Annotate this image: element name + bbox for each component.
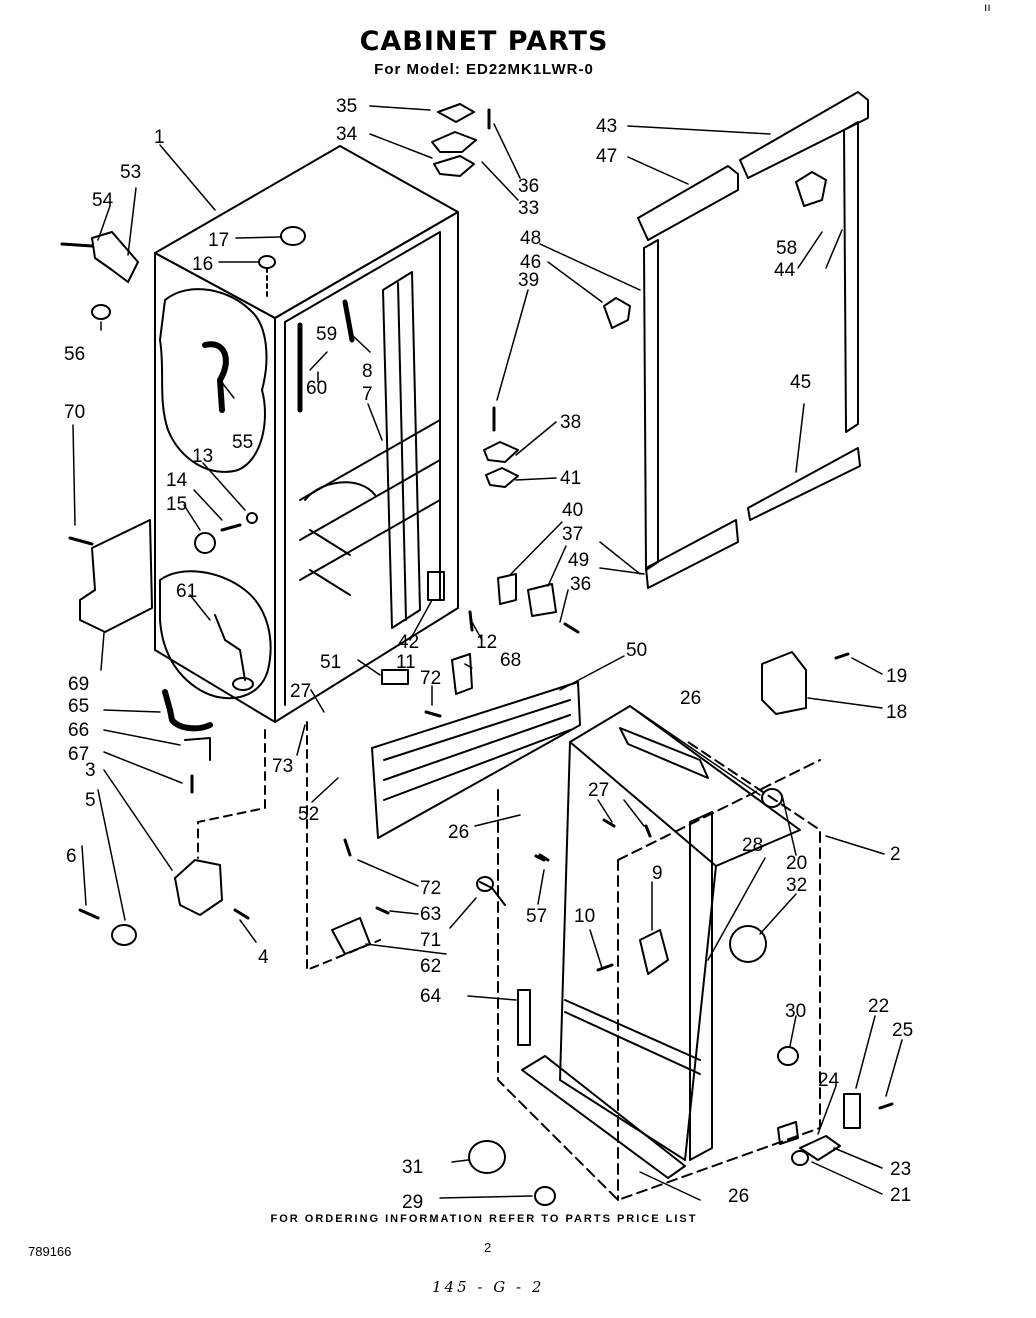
callout-64: 64 — [420, 986, 442, 1007]
callout-3: 3 — [85, 760, 96, 781]
top-hinge-parts — [431, 103, 491, 177]
ordering-note: FOR ORDERING INFORMATION REFER TO PARTS … — [270, 1213, 698, 1225]
callout-55: 55 — [232, 432, 253, 453]
callout-7: 7 — [362, 384, 373, 405]
callout-71: 71 — [420, 930, 441, 951]
door-gasket-frame — [603, 91, 869, 589]
callout-53: 53 — [120, 162, 141, 183]
right-hardware — [761, 651, 894, 1166]
callout-15: 15 — [166, 494, 187, 515]
cabinet-shell — [154, 145, 459, 723]
callout-57: 57 — [526, 906, 547, 927]
callout-30: 30 — [785, 1001, 806, 1022]
callout-40: 40 — [562, 500, 583, 521]
callout-13: 13 — [192, 446, 213, 467]
part-callouts: 1 2 3 4 5 6 7 8 9 10 11 12 13 14 15 16 1… — [64, 96, 913, 1213]
callout-51: 51 — [320, 652, 341, 673]
callout-66: 66 — [68, 720, 89, 741]
callout-10: 10 — [574, 906, 595, 927]
callout-26-bottom: 26 — [728, 1186, 749, 1207]
callout-2: 2 — [890, 844, 901, 865]
callout-26-top: 26 — [680, 688, 701, 709]
callout-46: 46 — [520, 252, 541, 273]
callout-72-lower: 72 — [420, 878, 441, 899]
callout-72-upper: 72 — [420, 668, 441, 689]
callout-32: 32 — [786, 875, 807, 896]
callout-31: 31 — [402, 1157, 423, 1178]
callout-14: 14 — [166, 470, 188, 491]
callout-50: 50 — [626, 640, 647, 661]
callout-60: 60 — [306, 378, 327, 399]
callout-23: 23 — [890, 1159, 911, 1180]
callout-22: 22 — [868, 996, 889, 1017]
callout-58: 58 — [776, 238, 797, 259]
callout-48: 48 — [520, 228, 541, 249]
callout-37: 37 — [562, 524, 583, 545]
callout-47: 47 — [596, 146, 617, 167]
document-number: 789166 — [28, 1244, 72, 1259]
leader-lines — [72, 105, 903, 1201]
model-subtitle: For Model: ED22MK1LWR-0 — [374, 61, 594, 78]
callout-6: 6 — [66, 846, 77, 867]
callout-54: 54 — [92, 190, 114, 211]
callout-19: 19 — [886, 666, 907, 687]
center-hardware — [331, 406, 581, 1046]
callout-49: 49 — [568, 550, 589, 571]
door-assembly — [468, 705, 821, 1206]
callout-4: 4 — [258, 947, 269, 968]
callout-28: 28 — [742, 835, 763, 856]
callout-27-left: 27 — [290, 681, 311, 702]
callout-65: 65 — [68, 696, 89, 717]
callout-9: 9 — [652, 863, 663, 884]
callout-70: 70 — [64, 402, 85, 423]
callout-59: 59 — [316, 324, 337, 345]
callout-56: 56 — [64, 344, 85, 365]
callout-61: 61 — [176, 581, 197, 602]
callout-18: 18 — [886, 702, 907, 723]
callout-20: 20 — [786, 853, 807, 874]
callout-21: 21 — [890, 1185, 911, 1206]
callout-63: 63 — [420, 904, 441, 925]
callout-68: 68 — [500, 650, 521, 671]
callout-5: 5 — [85, 790, 96, 811]
callout-38: 38 — [560, 412, 581, 433]
callout-45: 45 — [790, 372, 811, 393]
callout-24: 24 — [818, 1070, 840, 1091]
callout-34: 34 — [336, 124, 358, 145]
callout-44: 44 — [774, 260, 796, 281]
callout-42: 42 — [398, 632, 419, 653]
callout-33: 33 — [518, 198, 539, 219]
callout-41: 41 — [560, 468, 581, 489]
callout-1: 1 — [154, 127, 165, 148]
callout-29: 29 — [402, 1192, 423, 1213]
callout-62: 62 — [420, 956, 441, 977]
callout-52: 52 — [298, 804, 319, 825]
callout-25: 25 — [892, 1020, 913, 1041]
callout-67: 67 — [68, 744, 89, 765]
callout-36-top: 36 — [518, 176, 539, 197]
callout-16: 16 — [192, 254, 213, 275]
callout-8: 8 — [362, 361, 373, 382]
page-title: CABINET PARTS — [359, 26, 609, 57]
callout-12: 12 — [476, 632, 497, 653]
callout-36-mid: 36 — [570, 574, 591, 595]
page-number: 2 — [484, 1240, 492, 1255]
callout-73: 73 — [272, 756, 293, 777]
callout-69: 69 — [68, 674, 89, 695]
callout-35: 35 — [336, 96, 357, 117]
callout-17: 17 — [208, 230, 229, 251]
handwritten-note: 145 - G - 2 — [432, 1278, 545, 1296]
callout-27-right: 27 — [588, 780, 609, 801]
callout-26-middle: 26 — [448, 822, 469, 843]
callout-39: 39 — [518, 270, 539, 291]
callout-11: 11 — [396, 652, 416, 673]
callout-43: 43 — [596, 116, 617, 137]
corner-mark: ıı — [984, 0, 991, 14]
